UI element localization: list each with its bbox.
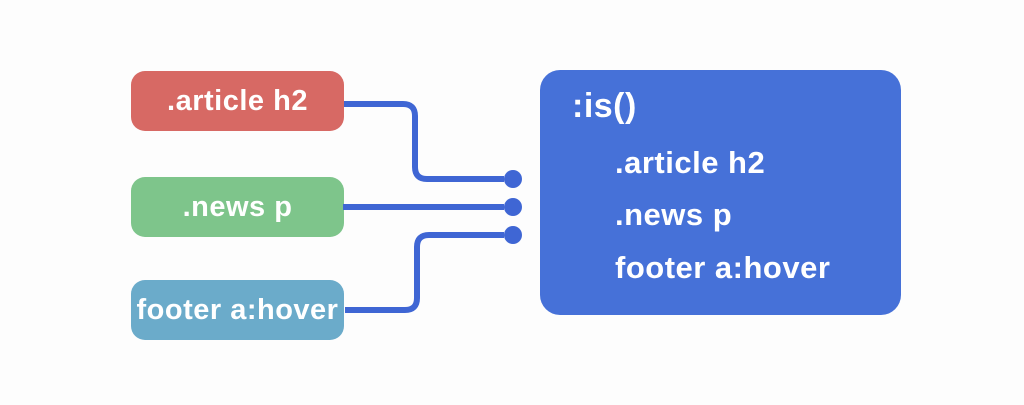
group-box-title: :is() <box>572 87 637 125</box>
is-group-box: :is() .article h2 .news p footer a:hover <box>540 70 901 315</box>
selector-chip-footer-a-hover: footer a:hover <box>131 280 344 340</box>
group-box-item-news-p: .news p <box>615 197 733 232</box>
connector-dot-footer-a-hover <box>504 226 522 244</box>
group-box-item-article-h2: .article h2 <box>615 145 766 180</box>
connector-dot-news-p <box>504 198 522 216</box>
selector-chip-news-p: .news p <box>131 177 344 237</box>
selector-chip-label: .article h2 <box>167 84 308 117</box>
connector-dot-article-h2 <box>504 170 522 188</box>
group-box-item-footer-a-hover: footer a:hover <box>615 250 831 285</box>
connector-line-article-h2 <box>344 101 504 182</box>
selector-chip-label: .news p <box>182 190 293 223</box>
connector-line-footer-a-hover <box>345 232 504 313</box>
selector-chip-label: footer a:hover <box>136 293 339 326</box>
selector-chip-article-h2: .article h2 <box>131 71 344 131</box>
